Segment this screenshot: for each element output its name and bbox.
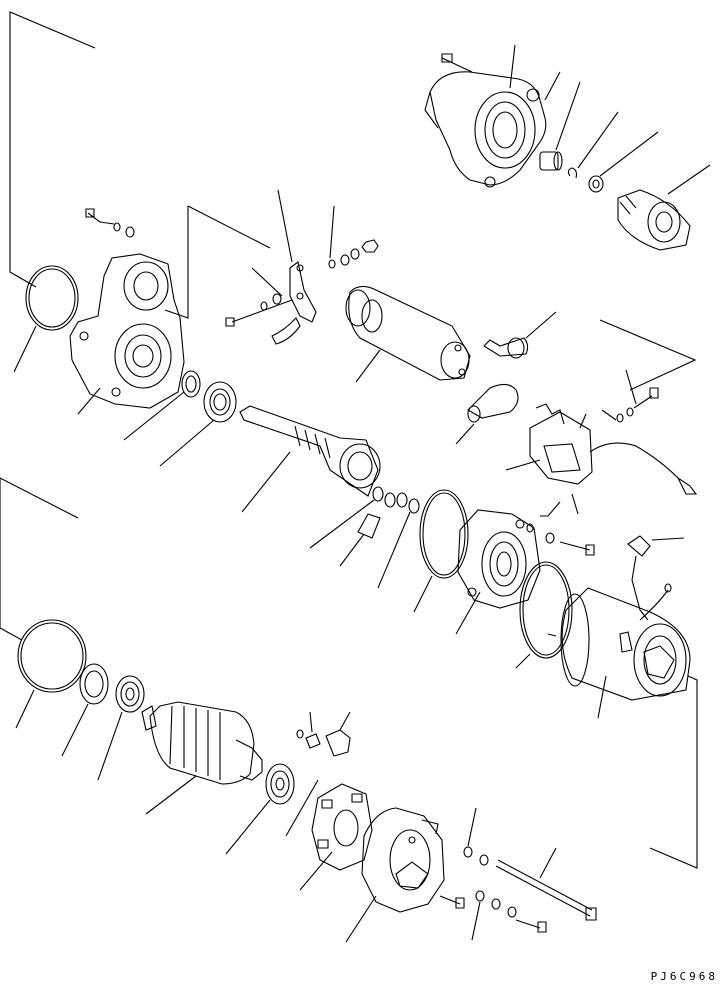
pinion-shaft bbox=[240, 406, 380, 496]
bearing-left bbox=[204, 382, 236, 422]
collar-small bbox=[589, 176, 603, 192]
o-ring-middle bbox=[414, 490, 468, 612]
bolts-lower-right bbox=[440, 808, 546, 940]
nut-washers-center bbox=[329, 206, 378, 268]
front-housing bbox=[70, 209, 184, 408]
sleeve-bushing bbox=[540, 152, 562, 170]
shift-lever bbox=[226, 190, 316, 344]
yoke-assembly bbox=[548, 588, 690, 718]
brush-spring-parts bbox=[286, 712, 350, 836]
washer-left bbox=[182, 371, 200, 397]
bearing-rear bbox=[226, 764, 294, 854]
group-bracket-lines bbox=[0, 12, 697, 868]
drawing-code: PJ6C968 bbox=[650, 970, 718, 983]
snap-ring-small bbox=[568, 168, 576, 178]
drive-housing bbox=[425, 54, 546, 187]
through-bolt bbox=[496, 848, 596, 920]
pinion-clutch bbox=[618, 190, 690, 250]
bearing-lower bbox=[98, 676, 144, 780]
rear-cover bbox=[346, 808, 444, 942]
solenoid bbox=[346, 286, 470, 382]
plunger-boot bbox=[456, 384, 518, 444]
bolts-middle-right bbox=[527, 524, 594, 555]
o-ring-large-top bbox=[26, 266, 78, 330]
washer-stack-middle bbox=[310, 487, 419, 588]
thrust-washer bbox=[62, 664, 108, 756]
callouts-left-top bbox=[14, 326, 290, 512]
lead-wire-yoke bbox=[628, 536, 684, 620]
relay-unit bbox=[506, 370, 696, 516]
o-ring-yoke bbox=[516, 562, 572, 668]
o-ring-large-bottom bbox=[16, 620, 86, 728]
center-bracket bbox=[456, 510, 540, 634]
callouts-top-right bbox=[510, 45, 710, 194]
plunger-cap bbox=[484, 312, 556, 358]
brush-holder bbox=[300, 784, 372, 890]
armature bbox=[142, 702, 262, 814]
